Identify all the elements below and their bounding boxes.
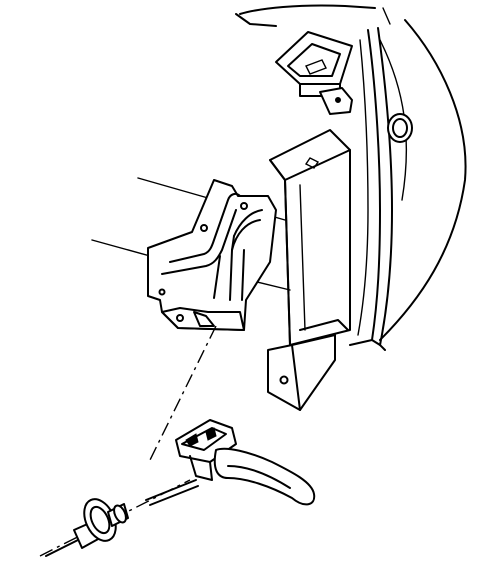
control-rod [145,479,199,506]
release-handle [213,447,316,506]
lower-mount-bracket [267,334,336,411]
rod-guide-bracket [147,179,277,331]
upper-bracket [275,31,353,115]
lock-knob-assembly [45,498,129,557]
door-grommet [387,113,413,143]
inner-panel [269,129,351,346]
